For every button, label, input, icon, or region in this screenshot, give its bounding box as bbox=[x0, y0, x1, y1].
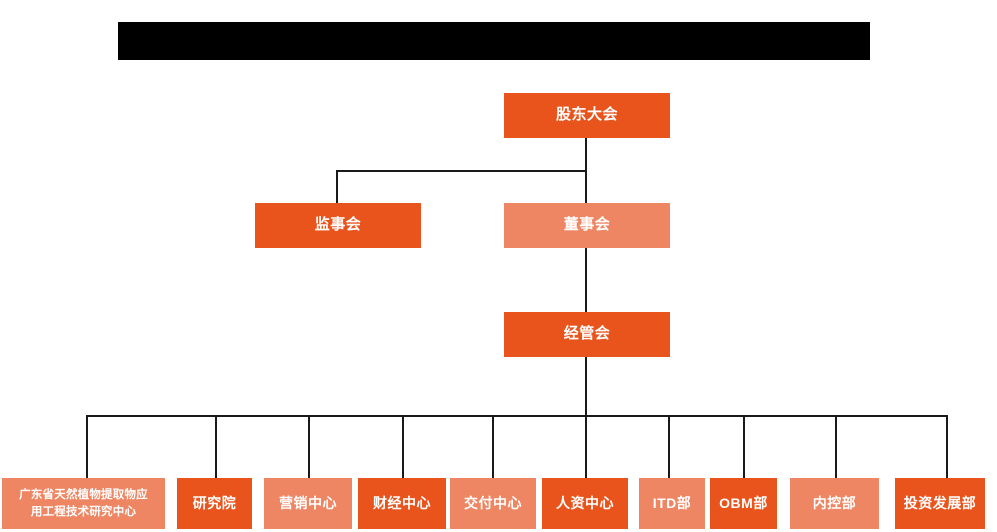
node-label-line-2: 用工程技术研究中心 bbox=[30, 505, 137, 518]
node-shareholders-meeting[interactable]: 股东大会 bbox=[504, 93, 670, 138]
connector-drop-finance-center bbox=[402, 415, 404, 478]
connector-supervisors-drop bbox=[336, 170, 338, 203]
redacted-title-bar bbox=[118, 22, 870, 60]
connector-drop-investment-development-department bbox=[946, 415, 948, 478]
connector-directors-to-management bbox=[585, 241, 587, 312]
node-delivery-center[interactable]: 交付中心 bbox=[450, 478, 536, 529]
node-management-committee[interactable]: 经管会 bbox=[504, 312, 670, 357]
connector-directors-drop bbox=[585, 170, 587, 203]
node-board-of-directors[interactable]: 董事会 bbox=[504, 203, 670, 248]
connector-drop-marketing-center bbox=[308, 415, 310, 478]
connector-management-stem bbox=[585, 357, 587, 416]
connector-level2-bus bbox=[336, 170, 587, 172]
node-finance-center[interactable]: 财经中心 bbox=[358, 478, 446, 529]
node-label-line-1: 广东省天然植物提取物应 bbox=[19, 489, 148, 502]
node-board-of-supervisors[interactable]: 监事会 bbox=[255, 203, 421, 248]
node-hr-center[interactable]: 人资中心 bbox=[542, 478, 628, 529]
connector-drop-research-institute bbox=[215, 415, 217, 478]
node-internal-control-department[interactable]: 内控部 bbox=[790, 478, 879, 529]
node-itd-department[interactable]: ITD部 bbox=[639, 478, 705, 529]
connector-shareholders-stem bbox=[585, 138, 587, 172]
connector-drop-itd-department bbox=[668, 415, 670, 478]
node-marketing-center[interactable]: 营销中心 bbox=[264, 478, 352, 529]
node-obm-department[interactable]: OBM部 bbox=[710, 478, 777, 529]
node-research-institute[interactable]: 研究院 bbox=[177, 478, 252, 529]
node-investment-development-department[interactable]: 投资发展部 bbox=[895, 478, 985, 529]
connector-drop-guangdong-research-center bbox=[86, 415, 88, 478]
connector-drop-delivery-center bbox=[492, 415, 494, 478]
connector-departments-bus bbox=[86, 415, 948, 417]
connector-drop-obm-department bbox=[743, 415, 745, 478]
connector-drop-hr-center bbox=[585, 415, 587, 478]
connector-drop-internal-control-department bbox=[835, 415, 837, 478]
node-guangdong-research-center[interactable]: 广东省天然植物提取物应 用工程技术研究中心 bbox=[2, 478, 165, 529]
